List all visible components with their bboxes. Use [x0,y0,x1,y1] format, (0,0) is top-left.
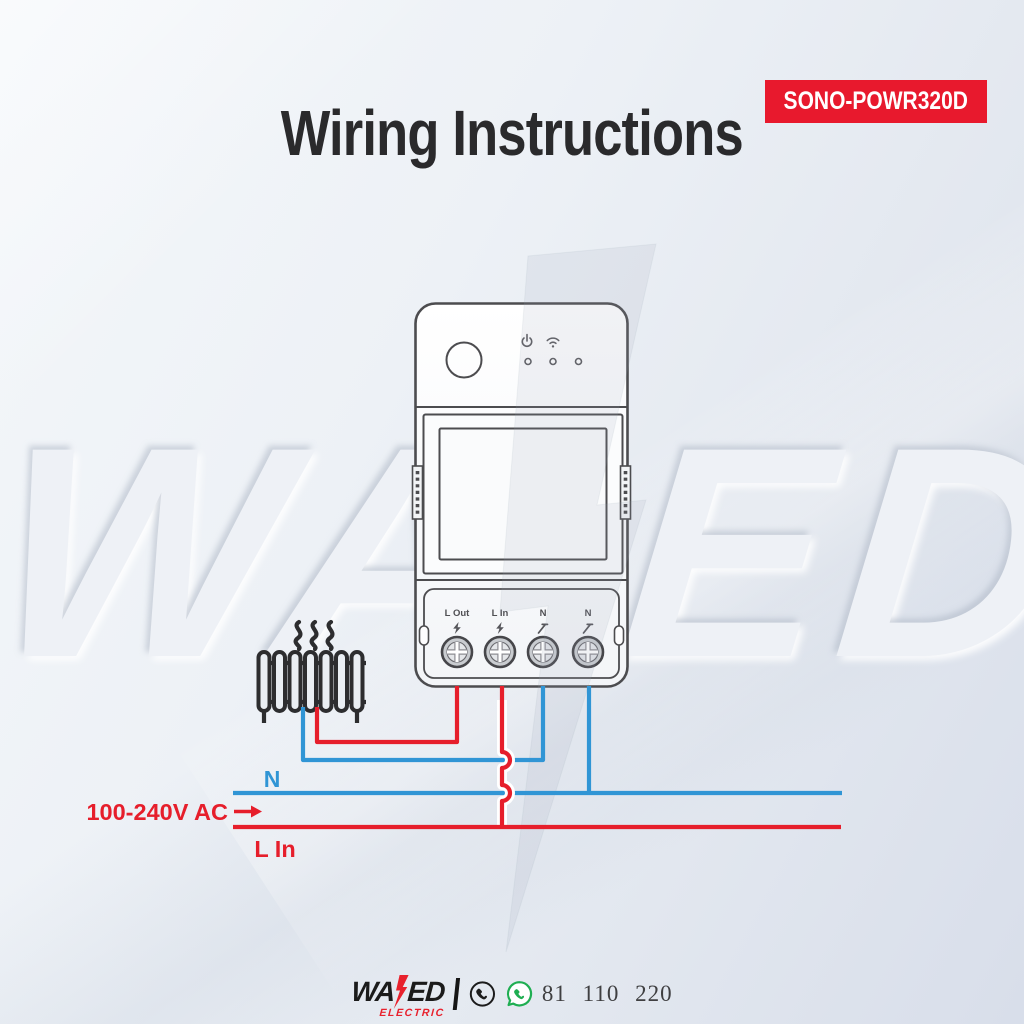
supply-arrow-icon [234,805,262,818]
line-label: L In [254,836,295,862]
brand-wordmark: WA ED [350,975,446,1009]
brand-text-right: ED [406,976,446,1007]
supply-label: 100-240V AC [86,799,228,825]
din-clip-right [619,465,632,520]
footer-brand-bar: WA ED ELECTRIC 81 110 220 [350,972,673,1022]
terminal-label-l-in: L In [492,608,509,619]
terminal-labels: L Out L In N N [445,608,592,619]
led-indicators [524,357,583,366]
brand-subtitle: ELECTRIC [378,1007,445,1019]
wires [233,686,842,830]
lightning-watermark [499,243,657,953]
display-screen [438,427,608,561]
terminal-screw-l-in [485,637,515,667]
wifi-icon [546,337,560,348]
wire-line-out [314,686,460,745]
terminal-label-n2: N [585,608,592,619]
footer-divider [452,978,460,1010]
din-clip-left [411,465,424,520]
model-badge: SONO-POWR320D [765,80,987,123]
wire-neutral-radiator [300,686,546,763]
phone-icon [468,980,496,1008]
whatsapp-icon [504,979,534,1009]
heat-waves-icon [293,619,335,652]
brand-bolt-icon [393,975,409,1009]
page-title: Wiring Instructions [280,97,744,169]
phone-number: 81 110 220 [541,981,673,1006]
wire-line-in-drop [499,686,513,827]
power-icon [521,333,533,348]
terminal-label-n1: N [540,608,547,619]
brand-logo: WA ED ELECTRIC [350,975,446,1019]
brand-text-left: WA [350,976,396,1007]
terminal-screw-l-out [442,637,472,667]
neutral-label: N [264,766,281,792]
terminal-label-l-out: L Out [445,608,470,619]
radiator-heater-icon [256,619,366,723]
power-button [445,341,483,379]
smart-switch-device: L Out L In N N [411,302,632,688]
